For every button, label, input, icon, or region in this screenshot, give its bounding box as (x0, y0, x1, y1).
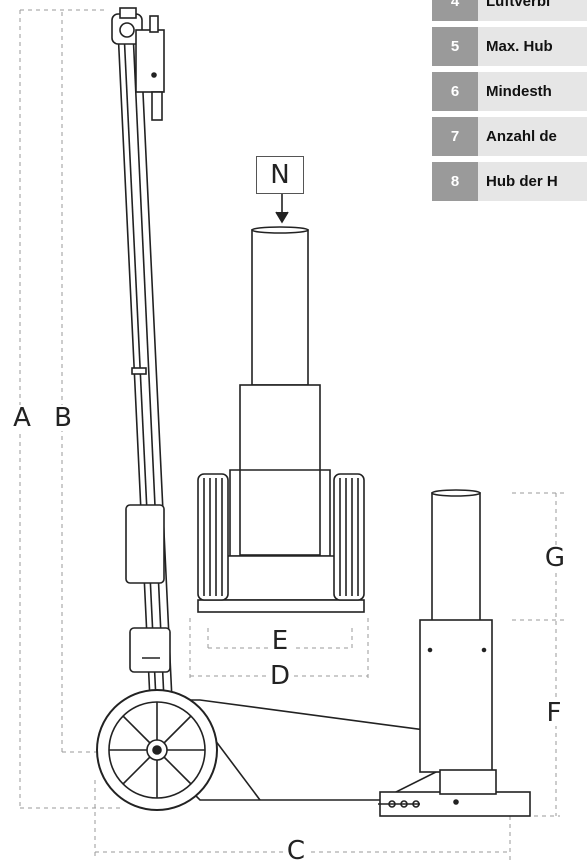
dimension-label-e: E (268, 628, 292, 654)
spec-row-label: Mindesth (478, 72, 587, 111)
dimension-label-b: B (52, 405, 74, 431)
spec-row-label: Luftverbi (478, 0, 587, 21)
jack-chassis (159, 699, 531, 817)
rear-wheel (96, 689, 218, 811)
spec-row-number: 8 (432, 162, 478, 201)
spec-row: 5 Max. Hub (432, 27, 587, 66)
dimension-label-g: G (543, 543, 567, 573)
front-view (197, 194, 365, 613)
spec-row-number: 6 (432, 72, 478, 111)
dimension-label-c: C (284, 838, 308, 864)
side-cylinder (419, 489, 497, 805)
jack-handle (111, 7, 173, 701)
spec-row-label: Anzahl de (478, 117, 587, 156)
dimension-label-a: A (12, 403, 32, 433)
spec-row-number: 4 (432, 0, 478, 21)
dimension-label-n: N (256, 156, 304, 194)
spec-row-number: 7 (432, 117, 478, 156)
spec-row: 7 Anzahl de (432, 117, 587, 156)
spec-row-number: 5 (432, 27, 478, 66)
spec-row: 6 Mindesth (432, 72, 587, 111)
spec-row: 4 Luftverbi (432, 0, 587, 21)
dimension-label-f: F (543, 700, 565, 726)
dimension-label-d: D (268, 661, 292, 691)
spec-row-label: Hub der H (478, 162, 587, 201)
spec-row: 8 Hub der H (432, 162, 587, 201)
specification-table: 4 Luftverbi 5 Max. Hub 6 Mindesth 7 Anza… (432, 0, 587, 207)
spec-row-label: Max. Hub (478, 27, 587, 66)
